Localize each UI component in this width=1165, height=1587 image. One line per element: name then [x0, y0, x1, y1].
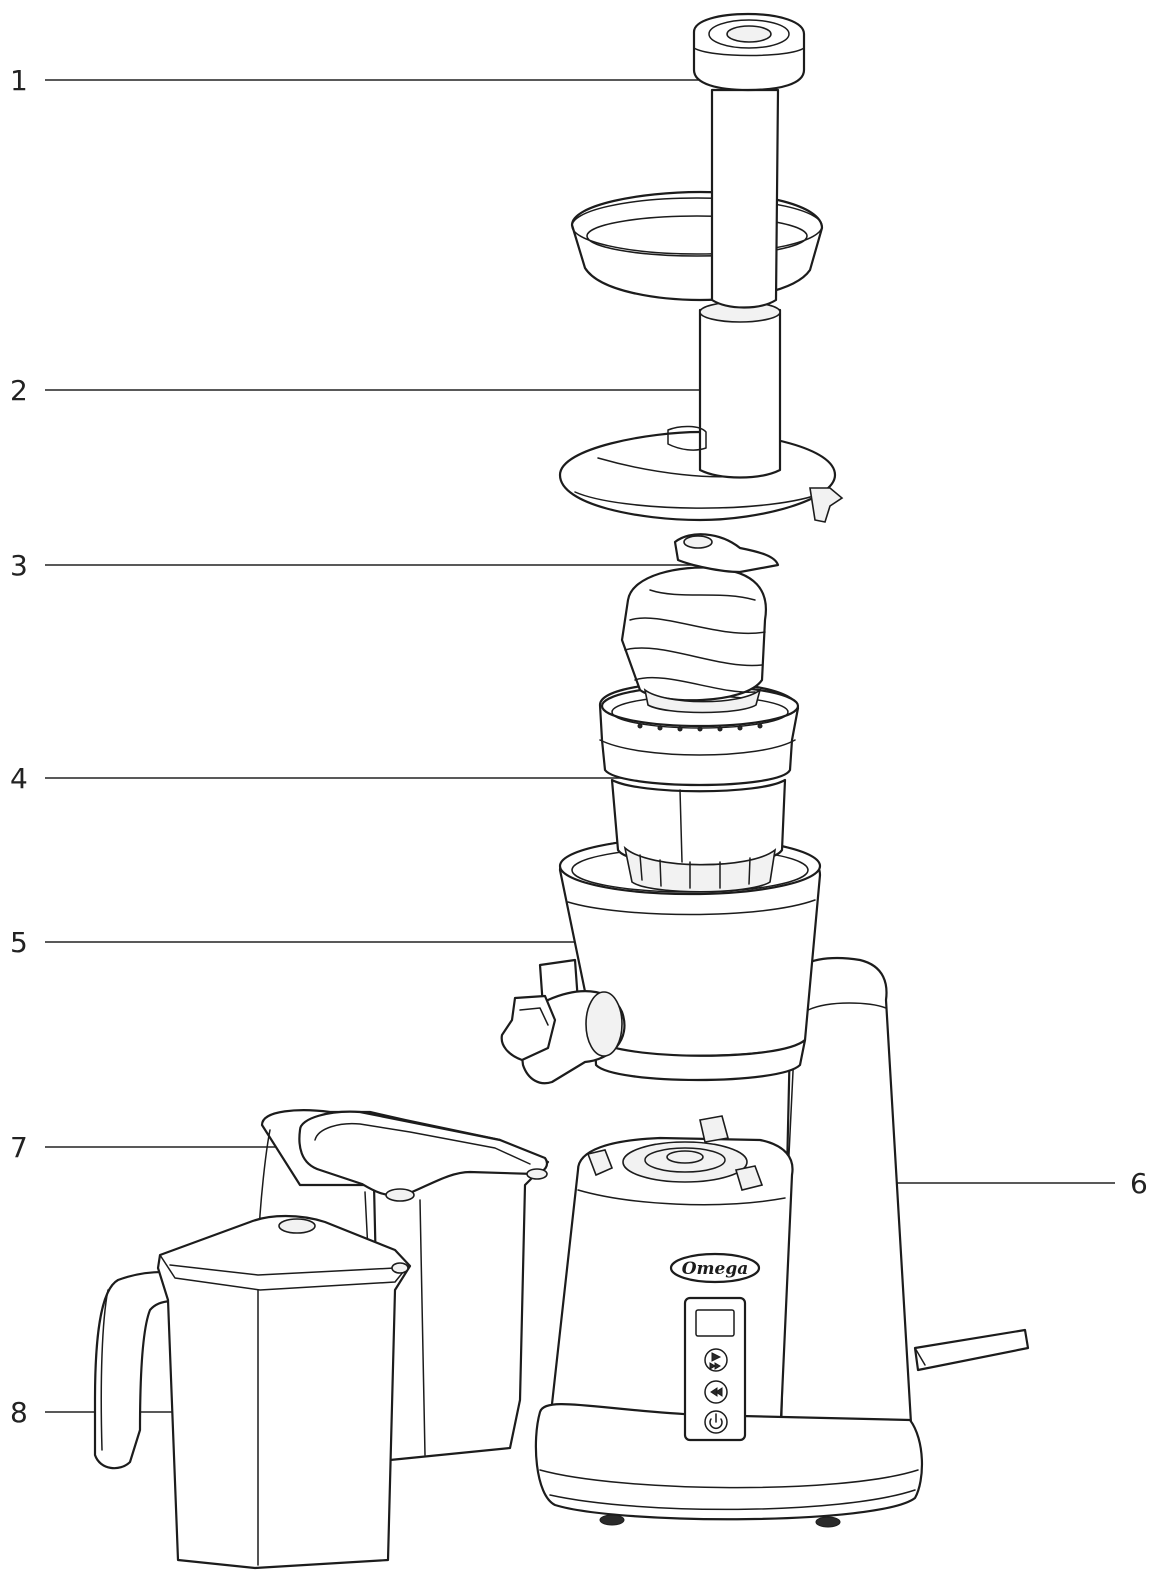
callout-2: 2: [10, 374, 28, 407]
callout-5: 5: [10, 926, 28, 959]
power-icon[interactable]: [704, 1410, 728, 1434]
callout-4: 4: [10, 762, 28, 795]
juicing-screen: [598, 680, 800, 893]
juice-container: [93, 1214, 412, 1570]
callout-1: 1: [10, 64, 28, 97]
motor-base: Omega: [534, 957, 1030, 1528]
pusher: [692, 12, 806, 309]
callout-8: 8: [10, 1396, 28, 1429]
play-forward-icon[interactable]: [704, 1348, 728, 1372]
reverse-icon[interactable]: [704, 1380, 728, 1404]
callout-7: 7: [10, 1131, 28, 1164]
display-screen: [695, 1309, 735, 1337]
auger: [620, 533, 780, 714]
callout-6: 6: [1130, 1167, 1148, 1200]
hopper-with-lid: [558, 190, 844, 523]
brand-badge: [669, 1252, 761, 1284]
callout-3: 3: [10, 549, 28, 582]
brand-label: Omega: [682, 1259, 749, 1279]
callout-numbers: 1 2 3 4 5 6 7 8: [10, 64, 1148, 1429]
